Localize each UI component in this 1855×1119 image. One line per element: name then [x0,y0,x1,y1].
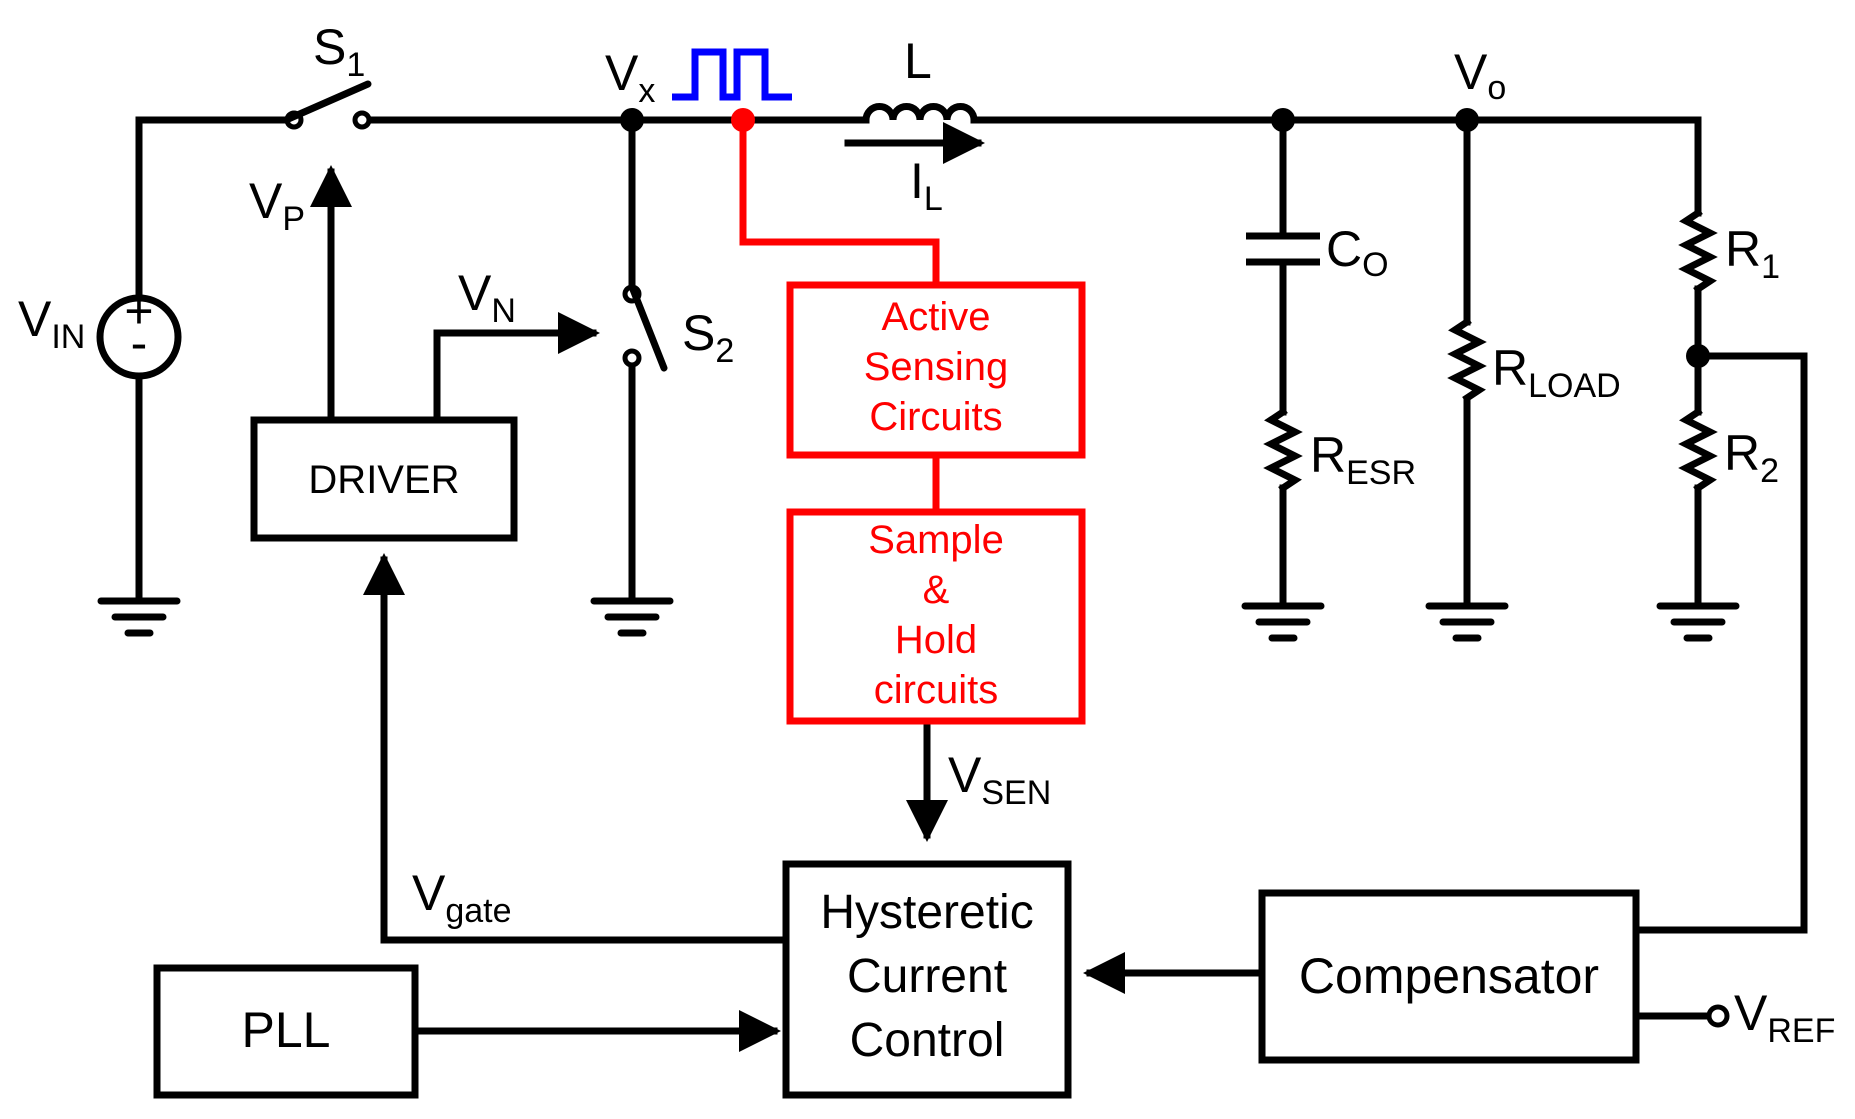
vx-node-dot [620,108,644,132]
compensator-block: Compensator [1258,889,1640,1064]
divider-node-dot [1686,344,1710,368]
co-node-dot [1271,108,1295,132]
active-sensing-line-1: Active [882,295,991,339]
driver-block: DRIVER [250,416,518,542]
hysteretic-line-1: Hysteretic [820,886,1033,939]
sense-tap-dot [731,108,755,132]
vin-source: + - [96,283,182,380]
active-sensing-box [786,281,1086,459]
s2-label: S2 [682,305,734,370]
active-sensing-block: Active Sensing Circuits [786,281,1086,459]
pll-label: PLL [242,1002,331,1058]
sample-hold-line-1: Sample [868,518,1004,562]
compensator-label: Compensator [1299,948,1599,1004]
driver-label: DRIVER [308,458,459,502]
s1-blade [282,80,372,124]
driver-box [250,416,518,542]
resistor-r1 [1678,208,1718,294]
plus-sign: + [124,283,153,339]
vref-terminal [1706,1004,1730,1028]
il-label: IL [910,153,943,218]
r1-label: R1 [1725,221,1780,286]
ground-vin [97,597,181,637]
sample-hold-box [786,508,1086,725]
hysteretic-line-3: Control [850,1014,1005,1067]
hysteretic-block: Hysteretic Current Control [782,860,1072,1099]
sense-tap-wire [739,120,940,285]
s2-blade [628,283,668,372]
active-sensing-line-3: Circuits [869,395,1002,439]
vx-label: Vx [605,45,655,110]
vgate-arrow [363,553,790,944]
co-label: CO [1326,221,1389,284]
ground-rload [1425,602,1509,642]
pll-box [153,964,419,1099]
s1-label: S1 [313,19,365,84]
vin-label: VIN [18,291,85,356]
switch-s1 [282,80,372,130]
s1-terminal-right [352,110,372,130]
active-sensing-line-2: Sensing [864,345,1009,389]
vsen-label: VSEN [948,747,1051,812]
vref-label: VREF [1734,985,1835,1050]
vn-arrow [433,312,600,420]
sample-hold-block: Sample & Hold circuits [786,508,1086,725]
ground-r2 [1656,602,1740,642]
sample-hold-line-2: & [923,568,950,612]
hysteretic-box [782,860,1072,1099]
resistor-rload [1447,317,1487,403]
vin-source-circle [96,294,182,380]
vo-node-dot [1455,108,1479,132]
pll-block: PLL [153,964,419,1099]
ground-s2 [590,597,674,637]
sample-hold-line-3: Hold [895,618,977,662]
inductor-label: L [904,33,932,89]
feedback-wire [1638,352,1808,934]
vgate-label: Vgate [412,865,512,930]
r2-label: R2 [1724,425,1779,490]
resistor-resr [1263,407,1303,493]
s2-terminal-bottom [622,348,642,368]
switch-s2 [622,283,668,372]
vp-label: VP [249,173,305,238]
resr-label: RESR [1310,427,1416,492]
vn-label: VN [458,265,516,330]
inductor-coil [862,103,978,124]
sample-hold-line-4: circuits [874,668,998,712]
rload-label: RLOAD [1492,340,1621,405]
compensator-box [1258,889,1640,1064]
minus-sign: - [131,315,148,371]
vo-label: Vo [1454,44,1506,107]
ground-co [1241,602,1325,642]
resistor-r2 [1678,407,1718,493]
capacitor-co [1246,232,1320,266]
hysteretic-line-2: Current [847,950,1007,1003]
node-dots [620,108,1710,368]
switching-waveform [672,48,792,101]
